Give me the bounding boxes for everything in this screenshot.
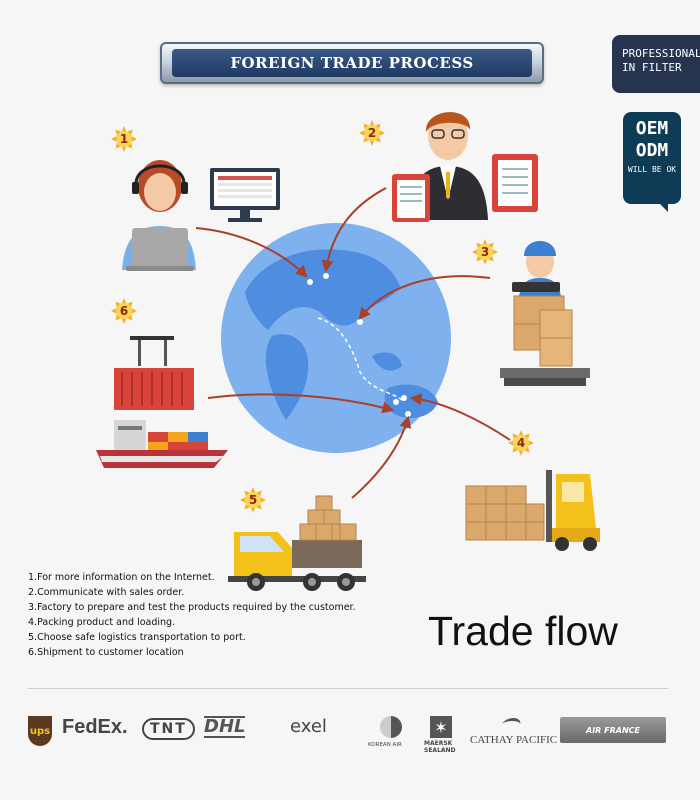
logo-text: MAERSK	[424, 740, 453, 747]
globe	[221, 223, 451, 453]
divider	[28, 688, 668, 689]
korean-air-logo: KOREAN AIR	[368, 742, 402, 748]
businessman-illustration	[392, 112, 538, 222]
fedex-logo: FedEx.	[62, 716, 128, 738]
dhl-logo: DHL	[204, 716, 246, 738]
truck-illustration	[228, 495, 366, 591]
step-badge-6: 6	[111, 298, 137, 324]
exel-logo: exel	[290, 716, 327, 737]
step-item: 6.Shipment to customer location	[28, 647, 184, 658]
step-number: 2	[367, 126, 377, 140]
logo-text: ups	[29, 725, 51, 737]
maersk-star-icon: ✶	[430, 716, 452, 738]
air-france-logo: AIR FRANCE	[560, 717, 666, 743]
maersk-logo: MAERSK SEALAND	[424, 740, 456, 754]
badge-text: PROFESSIONAL	[622, 47, 700, 60]
oem-text: OEM	[635, 118, 669, 139]
sun-badge-icon	[359, 120, 385, 146]
step-number: 3	[480, 245, 490, 259]
logo-text: AIR FRANCE	[586, 725, 640, 735]
step-item: 4.Packing product and loading.	[28, 617, 176, 628]
cathay-brushwing-icon	[499, 718, 523, 731]
badge-tail	[658, 202, 668, 212]
badge-text: IN FILTER	[622, 61, 682, 74]
step-number: 6	[119, 304, 129, 318]
step-item: 3.Factory to prepare and test the produc…	[28, 602, 356, 613]
flow-arrows	[195, 187, 511, 499]
odm-text: ODM	[635, 140, 669, 161]
step-item: 1.For more information on the Internet.	[28, 572, 215, 583]
page-title: FOREIGN TRADE PROCESS	[230, 54, 474, 72]
tnt-logo: TNT	[142, 718, 195, 740]
warehouse-worker-illustration	[500, 241, 590, 386]
sun-badge-icon	[508, 430, 534, 456]
logo-text: SEALAND	[424, 747, 456, 754]
professional-filter-badge: PROFESSIONAL IN FILTER	[612, 35, 700, 93]
sun-badge-icon	[111, 126, 137, 152]
forklift-illustration	[465, 470, 600, 551]
cathay-pacific-logo: CATHAY PACIFIC	[470, 734, 558, 746]
sun-badge-icon	[111, 298, 137, 324]
trade-flow-illustration	[96, 112, 600, 591]
cargo-ship-illustration	[96, 336, 228, 468]
step-number: 4	[516, 436, 526, 450]
oem-note: WILL BE OK	[627, 165, 677, 174]
step-badge-1: 1	[111, 126, 137, 152]
step-number: 1	[119, 132, 129, 146]
step-badge-2: 2	[359, 120, 385, 146]
step-badge-3: 3	[472, 239, 498, 265]
step-number: 5	[248, 493, 258, 507]
step-badge-5: 5	[240, 487, 266, 513]
steps-list: 1.For more information on the Internet. …	[28, 570, 356, 660]
support-agent-illustration	[122, 160, 280, 271]
oem-odm-badge: OEM ODM WILL BE OK	[623, 112, 681, 204]
sun-badge-icon	[240, 487, 266, 513]
ups-logo: ups	[28, 716, 52, 746]
sun-badge-icon	[472, 239, 498, 265]
korean-air-icon	[380, 716, 402, 738]
trade-flow-title: Trade flow	[428, 608, 618, 654]
title-banner: FOREIGN TRADE PROCESS	[160, 42, 544, 84]
step-badge-4: 4	[508, 430, 534, 456]
step-item: 2.Communicate with sales order.	[28, 587, 185, 598]
step-item: 5.Choose safe logistics transportation t…	[28, 632, 246, 643]
